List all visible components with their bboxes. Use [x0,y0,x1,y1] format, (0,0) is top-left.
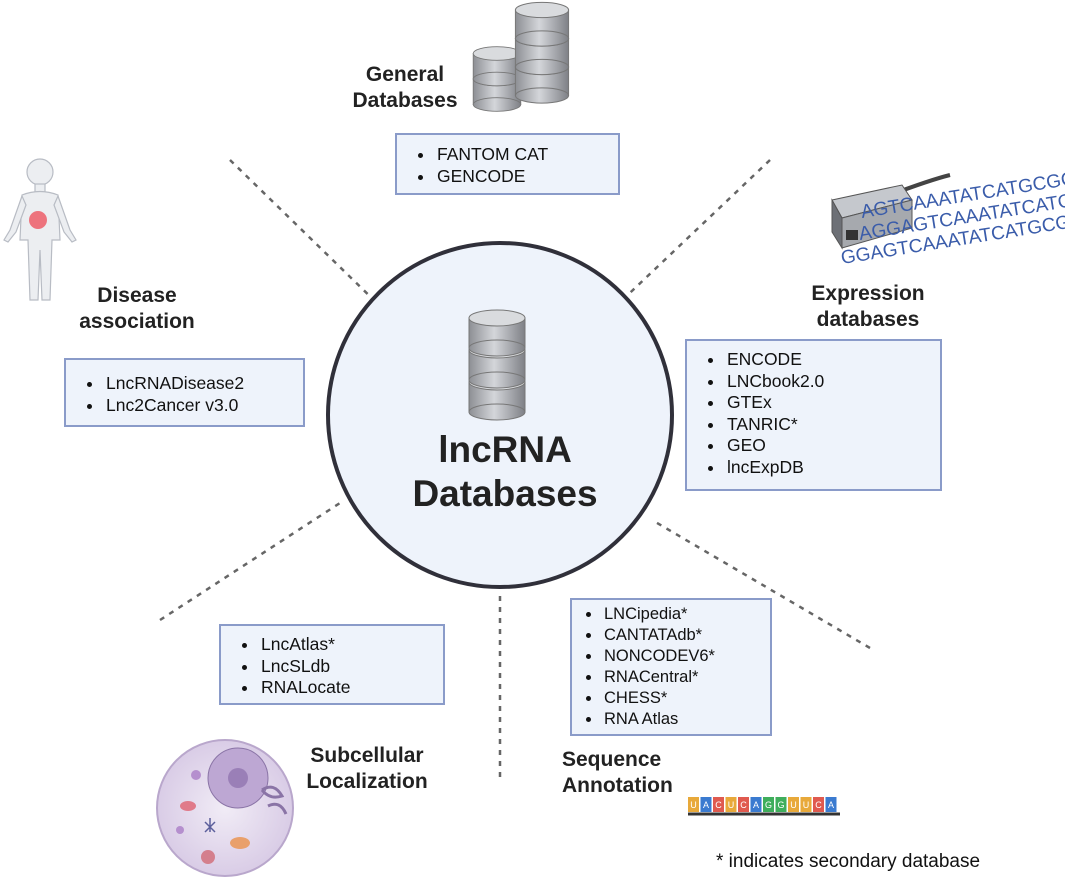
rna-base-letter: U [690,800,697,810]
rna-base: A [825,797,837,812]
database-list-item: RNALocate [259,677,443,699]
database-list-item: GENCODE [435,166,618,188]
rna-base-letter: U [728,800,735,810]
database-list-item: CHESS* [602,688,770,709]
expression-heading-line2: databases [816,308,920,331]
sequence-heading-line2: Annotation [562,774,673,797]
rna-base-letter: C [740,800,747,810]
center-title-line1: lncRNA [438,429,572,470]
database-list-item: lncExpDB [725,457,940,479]
disease-association-list: LncRNADisease2Lnc2Cancer v3.0 [66,373,303,416]
sequence-heading: Sequence Annotation [562,747,682,799]
connector-subcellular [159,501,341,622]
rna-base: U [800,797,812,812]
subcellular-heading: Subcellular Localization [298,743,436,795]
rna-base: U [688,797,699,812]
sequencer-icon: AGTCAAATATCATGCGCAT AGGAGTCAAATATCATGCG … [831,165,1065,269]
rna-base: G [775,797,787,812]
cell-icon [156,739,294,877]
disease-association-box: LncRNADisease2Lnc2Cancer v3.0 [64,358,305,427]
connector-lines [159,159,871,778]
database-icon [472,46,522,112]
center-title: lncRNA Databases [370,428,640,516]
footnote: * indicates secondary database [716,851,981,872]
center-title-line2: Databases [412,473,598,514]
database-list-item: LncRNADisease2 [104,373,303,395]
database-list-item: Lnc2Cancer v3.0 [104,395,303,417]
sequence-annotation-box: LNCipedia*CANTATAdb*NONCODEV6*RNACentral… [570,598,772,736]
expression-heading-line1: Expression [811,282,925,305]
general-databases-box: FANTOM CATGENCODE [395,133,620,195]
expression-databases-box: ENCODELNCbook2.0GTExTANRIC*GEOlncExpDB [685,339,942,491]
rna-base-letter: A [753,800,759,810]
database-list-item: LNCipedia* [602,604,770,625]
rna-base-letter: C [715,800,722,810]
rna-base: A [700,797,712,812]
rna-base-letter: A [703,800,709,810]
rna-base-letter: C [815,800,822,810]
general-heading: General Databases [335,62,475,114]
database-list-item: RNACentral* [602,667,770,688]
database-icon [468,309,526,421]
sequence-annotation-list: LNCipedia*CANTATAdb*NONCODEV6*RNACentral… [572,604,770,730]
database-list-item: FANTOM CAT [435,144,618,166]
rna-base: G [763,797,774,812]
expression-heading: Expression databases [788,281,948,333]
database-list-item: RNA Atlas [602,709,770,730]
general-databases-list: FANTOM CATGENCODE [397,144,618,187]
connector-disease [229,159,383,309]
rna-base-letter: A [828,800,834,810]
database-list-item: LNCbook2.0 [725,371,940,393]
subcellular-localization-box: LncAtlas*LncSLdbRNALocate [219,624,445,705]
database-list-item: LncAtlas* [259,634,443,656]
rna-base: U [725,797,737,812]
database-icon [514,1,570,104]
general-heading-line2: Databases [352,89,458,112]
rna-base-letter: U [790,800,797,810]
expression-databases-list: ENCODELNCbook2.0GTExTANRIC*GEOlncExpDB [687,349,940,478]
database-list-item: GTEx [725,392,940,414]
subcellular-heading-line1: Subcellular [310,744,424,767]
rna-base-letter: G [765,800,772,810]
disease-heading-line1: Disease [97,284,177,307]
database-list-item: GEO [725,435,940,457]
rna-base-letter: U [803,800,810,810]
database-list-item: LncSLdb [259,656,443,678]
disease-heading-line2: association [79,310,195,333]
subcellular-heading-line2: Localization [306,770,428,793]
connector-expression [613,159,771,309]
rna-base: C [713,797,724,812]
database-list-item: TANRIC* [725,414,940,436]
disease-heading: Disease association [62,283,212,335]
subcellular-localization-list: LncAtlas*LncSLdbRNALocate [221,634,443,699]
human-body-icon [3,158,77,301]
rna-base: U [788,797,799,812]
connector-sequence [651,518,871,650]
rna-base: C [813,797,824,812]
database-list-item: CANTATAdb* [602,625,770,646]
rna-base: C [738,797,749,812]
sequence-heading-line1: Sequence [562,748,662,771]
rna-base-letter: G [777,800,784,810]
rna-base: A [750,797,762,812]
database-list-item: NONCODEV6* [602,646,770,667]
database-list-item: ENCODE [725,349,940,371]
general-heading-line1: General [365,63,445,86]
